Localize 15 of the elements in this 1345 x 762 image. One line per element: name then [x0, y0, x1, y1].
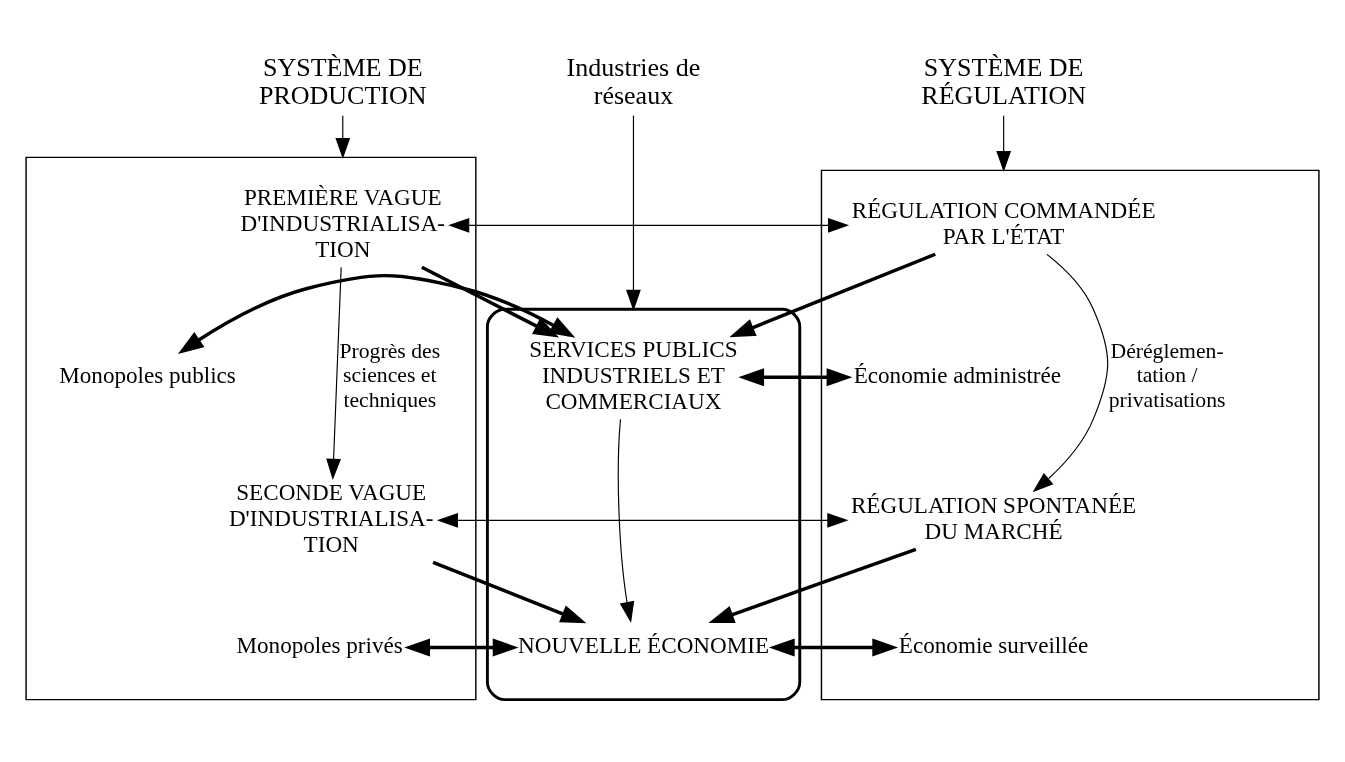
edge-label: Déréglemen- tation / privatisations: [1108, 338, 1226, 412]
node-text: SYSTÈME DE PRODUCTION: [258, 52, 427, 110]
edge-label: Progrès des sciences et techniques: [339, 338, 441, 412]
node-text: Monopoles publics: [59, 361, 236, 388]
node-text: NOUVELLE ÉCONOMIE: [518, 631, 770, 658]
node-text: Industries de réseaux: [566, 52, 701, 110]
node-text: SYSTÈME DE RÉGULATION: [921, 52, 1087, 110]
node-text: SERVICES PUBLICS INDUSTRIELS ET COMMERCIAUX: [529, 335, 738, 414]
node-text: SECONDE VAGUE D'INDUSTRIALISA- TION: [228, 478, 434, 557]
node-text: Monopoles privés: [236, 631, 403, 658]
node-text: Économie administrée: [853, 361, 1062, 388]
node-text: RÉGULATION COMMANDÉE PAR L'ÉTAT: [851, 196, 1156, 249]
node-text: PREMIÈRE VAGUE D'INDUSTRIALISA- TION: [240, 183, 446, 262]
node-text: Économie surveillée: [898, 631, 1089, 658]
node-text: RÉGULATION SPONTANÉE DU MARCHÉ: [850, 491, 1137, 544]
